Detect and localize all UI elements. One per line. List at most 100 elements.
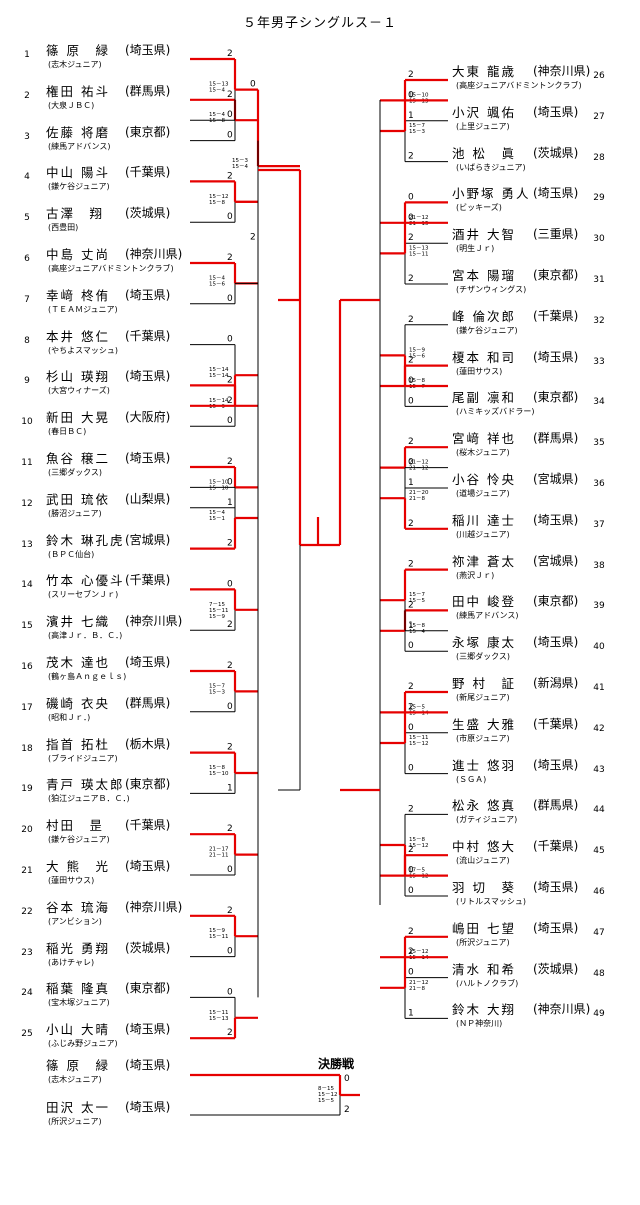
game-count: 2 [227,457,233,467]
game-count: 0 [408,458,414,468]
player-prefecture: (新潟県) [533,676,579,690]
match-score: 15－12 [409,843,429,849]
match-score: 15－13 [409,245,429,251]
player-name: 鈴木 琳孔虎 [46,532,125,548]
player-club: (春日ＢＣ) [48,427,87,437]
player-prefecture: (埼玉県) [533,349,579,364]
game-count: 2 [227,906,233,916]
seed-number: 2 [24,90,30,101]
game-count: 2 [227,661,233,671]
match-score: 15－7 [409,592,425,598]
seed-number: 3 [24,131,30,142]
player-club: (練馬アドバンス) [48,141,111,151]
player-club: (川越ジュニア) [456,529,510,539]
player-prefecture: (千葉県) [125,165,171,180]
player-entry: 小沢 颯佑(埼玉県)(上里ジュニア)27 [450,102,640,136]
match-score: 15－9 [209,928,225,934]
player-name: 大東 龍歳 [452,64,516,79]
match-score: 15－14 [209,367,229,373]
seed-number: 19 [21,784,33,795]
match-score: 15－7 [409,123,425,129]
seed-number: 44 [593,805,605,816]
seed-number: 8 [24,335,30,346]
page-title: ５年男子シングルス－１ [242,16,397,31]
player-club: (ビッキーズ) [456,203,502,213]
game-count: 2 [408,560,414,570]
seed-number: 32 [593,315,605,326]
game-count: 2 [227,539,233,549]
game-count: 0 [227,335,233,345]
player-prefecture: (茨城県) [533,145,579,160]
player-name: 中島 丈尚 [46,247,110,262]
player-prefecture: (茨城県) [125,940,171,955]
player-name: 古澤 翔 [46,206,105,222]
player-club: (ブライドジュニア) [48,753,118,763]
player-prefecture: (東京都) [533,390,579,405]
match-score: 15－4 [409,629,425,635]
seed-number: 27 [593,111,605,122]
player-entry: 稲川 達士(埼玉県)(川越ジュニア)37 [450,510,640,544]
player-club: (勝沼ジュニア) [48,508,102,518]
player-prefecture: (茨城県) [125,206,171,221]
player-club: (ＳＧＡ) [456,774,487,784]
match-score: 21－8 [409,986,425,992]
player-club: (高津Ｊｒ．Ｂ．Ｃ．) [48,631,123,641]
player-name: 青戸 瑛太郎 [46,777,125,793]
player-entry: 進士 悠羽(埼玉県)(ＳＧＡ)43 [450,755,640,789]
match-score: 15－8 [409,837,425,843]
game-count: 0 [408,396,414,406]
player-club: (西豊田) [48,223,79,233]
player-prefecture: (神奈川県) [125,247,183,261]
game-count: 0 [227,477,233,487]
game-count: 2 [408,519,414,529]
player-entry: 清水 和希(茨城県)(ハルトノクラブ)48 [450,959,640,993]
player-entry: 大東 龍歳(神奈川県)(高座ジュニアバドミントンクラブ)26 [450,61,640,95]
match-score: 7－15 [209,602,225,608]
seed-number: 31 [593,275,605,285]
game-count: 2 [227,396,233,406]
game-count: 2 [227,1028,233,1038]
seed-number: 29 [593,193,605,204]
player-prefecture: (群馬県) [125,83,171,98]
player-prefecture: (千葉県) [533,308,579,323]
seed-number: 20 [21,825,33,836]
player-name: 祢津 蒼太 [452,553,516,569]
player-prefecture: (埼玉県) [125,655,171,669]
player-club: (志木ジュニア) [48,1075,102,1084]
player-name: 小野塚 勇人 [452,186,531,202]
player-prefecture: (千葉県) [533,839,579,854]
player-prefecture: (千葉県) [125,328,171,343]
player-name: 田中 峻登 [452,594,516,610]
player-prefecture: (群馬県) [533,798,579,813]
seed-number: 36 [593,479,605,489]
player-entry: 生盛 大雅(千葉県)(市原ジュニア)42 [450,714,640,748]
match-score: 15－9 [409,347,425,353]
player-name: 武田 琉依 [46,491,110,507]
seed-number: 23 [21,947,33,958]
player-prefecture: (群馬県) [125,695,171,710]
game-count: 2 [408,315,414,325]
game-count: 0 [408,968,414,978]
seed-number: 14 [21,580,33,591]
game-count: 2 [408,437,414,447]
game-count: 0 [227,294,233,304]
game-count: 1 [227,783,233,793]
match-score: 21－12 [409,980,429,986]
player-name: 峰 倫次郎 [452,308,516,324]
player-name: 鈴木 大翔 [452,1002,516,1018]
game-count: 2 [227,824,233,834]
game-count: 0 [408,764,414,774]
player-name: 松永 悠真 [452,798,516,814]
game-count: 2 [344,1105,350,1115]
player-name: 杉山 瑛翔 [46,369,110,385]
player-club: (ＮＰ神奈川) [456,1019,503,1029]
finalist-entry: 田沢 太一(埼玉県)(所沢ジュニア) [0,1097,185,1131]
player-club: (高座ジュニアバドミントンクラブ) [456,81,582,90]
player-club: (三郷ダックス) [456,652,511,662]
